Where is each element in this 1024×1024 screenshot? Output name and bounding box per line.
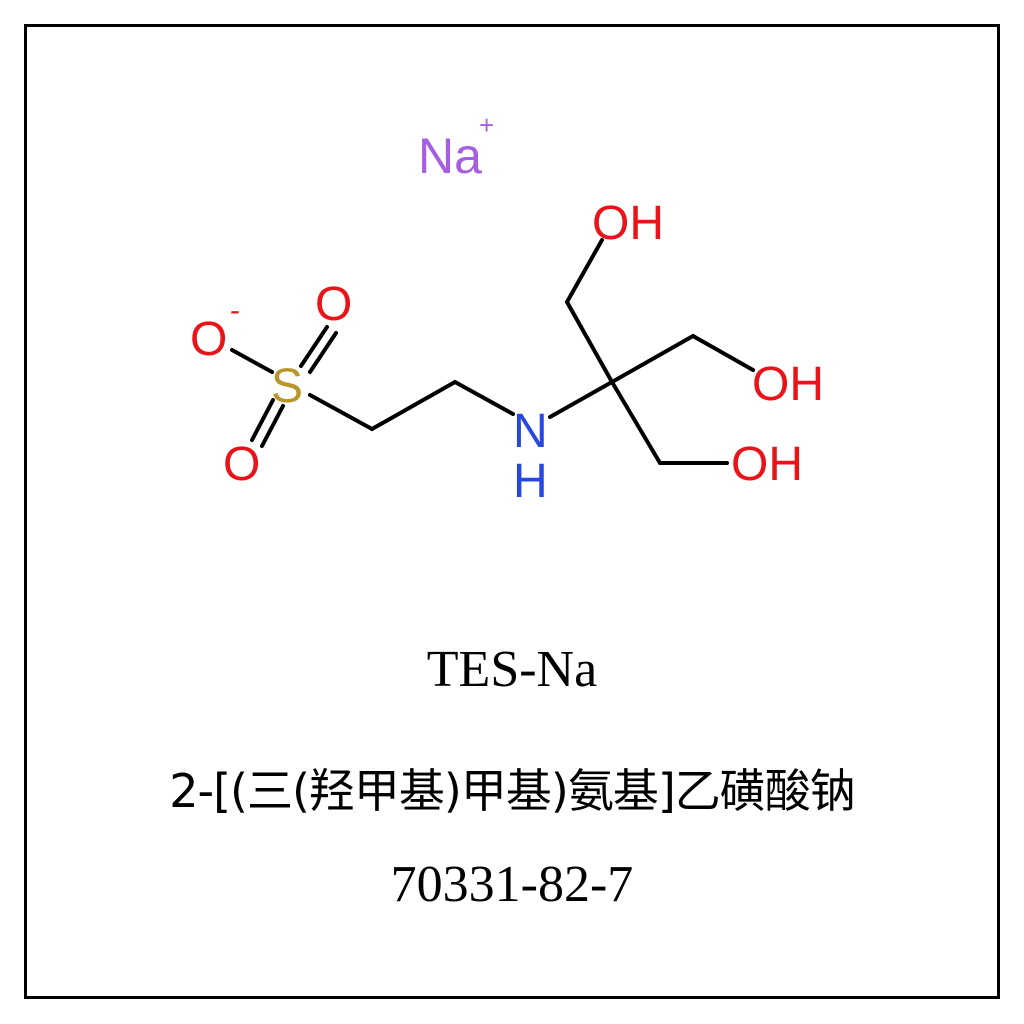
nitrogen-label: N xyxy=(513,405,548,458)
bond-cq-c3 xyxy=(565,300,614,384)
bond-s-o-bottom-b xyxy=(260,404,285,448)
oxygen-anion-charge: - xyxy=(230,294,240,327)
bond-n-cq xyxy=(548,380,614,419)
sulfur-label: S xyxy=(271,360,303,413)
bond-cq-c4 xyxy=(610,334,695,384)
oxygen-anion-label: O xyxy=(190,313,227,366)
oxygen-bottom-label: O xyxy=(223,438,260,491)
hydroxyl-top-label: OH xyxy=(592,197,664,250)
bond-c3-oh xyxy=(565,238,604,304)
sodium-ion-label: Na xyxy=(418,128,482,184)
hydroxyl-right-label: OH xyxy=(752,358,824,411)
bond-s-o-bottom-a xyxy=(250,398,275,442)
bond-s-o-top-b xyxy=(308,331,338,374)
compound-chinese-name: 2-[(三(羟甲基)甲基)氨基]乙磺酸钠 xyxy=(169,764,856,818)
hydroxyl-bottom-label: OH xyxy=(731,438,803,491)
cas-number: 70331-82-7 xyxy=(390,856,634,913)
bond-o-s xyxy=(230,348,274,374)
bond-s-o-top-a xyxy=(299,325,329,368)
nitrogen-hydrogen-label: H xyxy=(513,455,548,508)
bond-s-c1 xyxy=(308,393,374,431)
compound-abbreviation: TES-Na xyxy=(426,641,598,698)
bonds xyxy=(230,238,755,465)
figure-frame xyxy=(24,24,1000,999)
bond-c2-n xyxy=(453,380,515,416)
bond-c4-oh xyxy=(691,334,755,372)
oxygen-top-label: O xyxy=(315,278,352,331)
bond-c1-c2 xyxy=(370,380,457,431)
sodium-charge: + xyxy=(479,110,494,140)
bond-cq-c5 xyxy=(610,380,662,465)
